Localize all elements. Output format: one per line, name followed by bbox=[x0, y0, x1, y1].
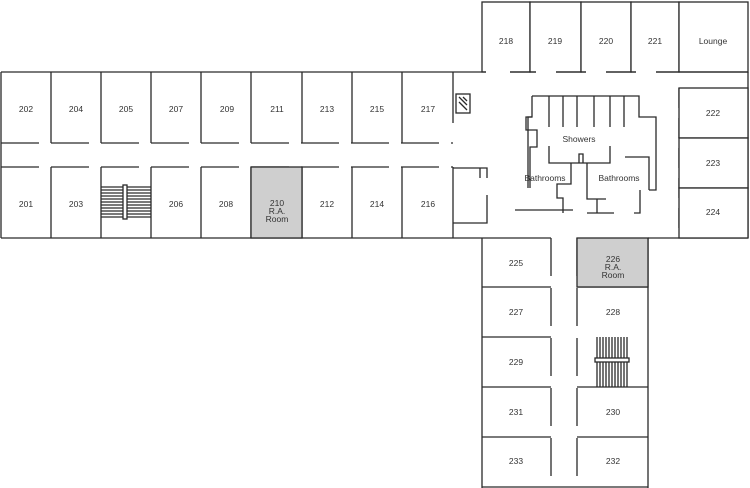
room-218[interactable] bbox=[481, 1, 531, 73]
room-label: 216 bbox=[421, 199, 435, 209]
room-label: 221 bbox=[648, 36, 662, 46]
room-label: 209 bbox=[220, 104, 234, 114]
bathrooms-right-label: Bathrooms bbox=[598, 173, 639, 183]
room-label: 217 bbox=[421, 104, 435, 114]
room-label: 219 bbox=[548, 36, 562, 46]
bath-divider bbox=[556, 163, 606, 213]
room-label: 229 bbox=[509, 357, 523, 367]
room-label: 232 bbox=[606, 456, 620, 466]
showers-label: Showers bbox=[562, 134, 595, 144]
room-label: 227 bbox=[509, 307, 523, 317]
room-label: 205 bbox=[119, 104, 133, 114]
room-label: 213 bbox=[320, 104, 334, 114]
ra-room-number: 210 bbox=[270, 198, 284, 208]
room-223[interactable] bbox=[678, 137, 749, 189]
room-222[interactable] bbox=[678, 87, 749, 139]
ra-room-label: Room bbox=[266, 214, 289, 224]
ra-room-label: Room bbox=[602, 270, 625, 280]
room-label: 231 bbox=[509, 407, 523, 417]
room-label: 202 bbox=[19, 104, 33, 114]
room-label: 203 bbox=[69, 199, 83, 209]
ra-room-label: R.A. bbox=[605, 262, 622, 272]
west-wing: 202 204 205 207 209 211 213 215 217 201 … bbox=[0, 71, 453, 239]
elevator-hatch-icon bbox=[458, 96, 468, 111]
room-label: 211 bbox=[270, 104, 284, 114]
room-224[interactable] bbox=[678, 187, 749, 239]
lounge-label: Lounge bbox=[699, 36, 728, 46]
room-label: 223 bbox=[706, 158, 720, 168]
room-226-ra[interactable] bbox=[576, 237, 649, 288]
room-label: 225 bbox=[509, 258, 523, 268]
room-label: 228 bbox=[606, 307, 620, 317]
room-label: 204 bbox=[69, 104, 83, 114]
shower-stalls bbox=[548, 96, 625, 127]
stairs-south bbox=[594, 337, 630, 387]
north-wing: 218 219 220 221 Lounge bbox=[481, 1, 749, 73]
ra-room-number: 226 bbox=[606, 254, 620, 264]
room-210-ra[interactable] bbox=[250, 166, 303, 239]
room-label: 207 bbox=[169, 104, 183, 114]
east-rooms: 222 223 224 bbox=[678, 87, 749, 239]
ra-room-label: R.A. bbox=[269, 206, 286, 216]
bath-right-wall bbox=[515, 156, 650, 214]
stairs-west bbox=[101, 184, 151, 220]
room-label: 208 bbox=[219, 199, 233, 209]
room-label: 214 bbox=[370, 199, 384, 209]
bath-left-wall bbox=[525, 116, 538, 188]
room-label: 206 bbox=[169, 199, 183, 209]
utility-room bbox=[453, 167, 488, 224]
room-label: 215 bbox=[370, 104, 384, 114]
room-label: 212 bbox=[320, 199, 334, 209]
room-label: 230 bbox=[606, 407, 620, 417]
shower-divider bbox=[548, 146, 611, 164]
room-label: 224 bbox=[706, 207, 720, 217]
room-label: 222 bbox=[706, 108, 720, 118]
room-label: 233 bbox=[509, 456, 523, 466]
elevator-shaft bbox=[455, 93, 471, 114]
room-label: 201 bbox=[19, 199, 33, 209]
south-wing: 225 227 229 231 233 226 R.A. Room 228 23… bbox=[481, 237, 649, 488]
room-label: 220 bbox=[599, 36, 613, 46]
bathrooms-left-label: Bathrooms bbox=[524, 173, 565, 183]
room-label: 218 bbox=[499, 36, 513, 46]
room-219[interactable] bbox=[529, 1, 582, 73]
